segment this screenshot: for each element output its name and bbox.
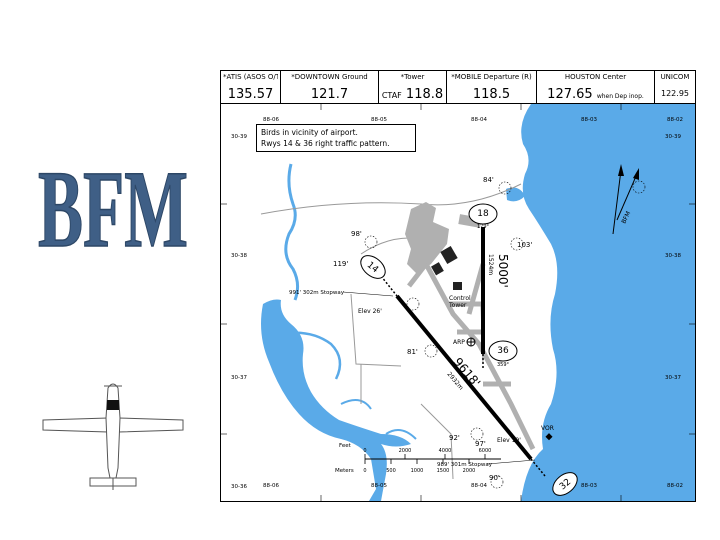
obstacle-92: 92' [449,434,460,442]
slide-title: BFM [37,147,189,262]
lat-left-top: 30-39 [231,134,247,140]
runway-14-32 [395,294,533,461]
freq-tower-label: *Tower [400,73,425,81]
control-tower-label: Control [449,295,471,302]
freq-tower-prefix: CTAF [381,91,402,100]
lat-left-mid: 30-38 [231,253,247,259]
svg-text:Feet: Feet [339,443,352,449]
obstacle-103: 103' [517,241,532,249]
bfm-label: BFM [620,210,632,225]
freq-unicom: UNICOM 122.95 [655,71,695,103]
svg-text:1000: 1000 [411,468,424,474]
svg-text:2000: 2000 [463,468,476,474]
north-arrow-icon: BFM [612,164,639,235]
airport-map: 18 179° 36 359° 14 32 5000' 1524m 9618' … [221,104,695,501]
svg-text:359°: 359° [497,362,510,368]
svg-text:0: 0 [363,468,366,474]
freq-atis: *ATIS (ASOS O/T) 135.57 [221,71,281,103]
scale-bar: Feet Meters 0 2000 4000 6000 0 500 1000 … [335,443,501,474]
svg-text:88-06: 88-06 [263,117,279,123]
svg-text:1500: 1500 [437,468,450,474]
freq-atis-label: *ATIS (ASOS O/T) [223,73,278,81]
obstacle-90: 90' [489,474,500,482]
apron [405,202,449,274]
freq-unicom-label: UNICOM [660,73,690,81]
lat-right-low: 30-37 [665,375,681,381]
freq-tower: *Tower CTAF 118.8 [379,71,447,103]
obstacle-84: 84' [483,176,494,184]
rwy18-label: 18 179° [468,203,498,230]
svg-text:6000: 6000 [479,448,492,454]
freq-ground: *DOWNTOWN Ground 121.7 [281,71,379,103]
obstacle-icon [364,180,646,489]
elev-26-label: Elev 26' [358,308,382,315]
rwy32-label: 32 [552,472,578,496]
obstacle-81: 81' [407,348,418,356]
freq-tower-value: 118.8 [405,87,444,102]
notes-line-1: Birds in vicinity of airport. [261,128,358,137]
rwy-length-5000-m: 1524m [487,254,494,275]
freq-center: HOUSTON Center 127.65 when Dep inop. [537,71,655,103]
svg-text:88-05: 88-05 [371,483,387,489]
rwy14-label: 14 [360,255,386,279]
svg-text:4000: 4000 [439,448,452,454]
freq-departure-label: *MOBILE Departure (R) [451,73,532,81]
airplane-icon [42,383,184,490]
svg-text:88-03: 88-03 [581,117,597,123]
freq-center-label: HOUSTON Center [564,73,627,81]
svg-text:88-04: 88-04 [471,117,487,123]
vor-icon [545,433,553,441]
bay-water [521,104,695,501]
slide-title-text: BFM [38,148,188,262]
lat-right-mid: 30-38 [665,253,681,259]
svg-text:179°: 179° [477,224,490,230]
obstacle-97: 97' [475,440,486,448]
freq-departure-value: 118.5 [472,87,511,102]
svg-text:500: 500 [386,468,396,474]
freq-ground-value: 121.7 [310,87,349,102]
svg-text:2000: 2000 [399,448,412,454]
svg-text:18: 18 [477,209,489,219]
river-water [261,299,411,501]
svg-text:88-02: 88-02 [667,483,683,489]
freq-unicom-value: 122.95 [661,89,689,98]
lat-left-bottom: 30-36 [231,484,247,490]
stopway-label-1: 991' 302m Stopway [289,290,345,296]
arp-label: ARP [453,339,465,346]
airport-diagram: *ATIS (ASOS O/T) 135.57 *DOWNTOWN Ground… [220,70,696,502]
rwy36-label: 36 359° [488,340,518,368]
control-tower-label-2: Tower [448,302,467,309]
obstacle-119: 119' [333,260,348,268]
svg-text:88-03: 88-03 [581,483,597,489]
svg-text:88-02: 88-02 [667,117,683,123]
stopway-label-2: 989' 301m Stopway [437,462,493,468]
frequency-bar: *ATIS (ASOS O/T) 135.57 *DOWNTOWN Ground… [221,71,695,104]
svg-text:88-04: 88-04 [471,483,487,489]
vor-label: VOR [541,425,554,432]
freq-ground-label: *DOWNTOWN Ground [291,73,368,81]
svg-text:88-05: 88-05 [371,117,387,123]
obstacle-98: 98' [351,230,362,238]
svg-text:0: 0 [363,448,366,454]
elev-19-label: Elev 19' [497,437,521,444]
freq-center-note: when Dep inop. [596,93,644,100]
notes-box: Birds in vicinity of airport. Rwys 14 & … [256,124,416,152]
freq-center-value: 127.65 [547,87,593,102]
svg-text:36: 36 [497,346,509,356]
svg-text:Meters: Meters [335,468,354,474]
freq-departure: *MOBILE Departure (R) 118.5 [447,71,537,103]
freq-atis-value: 135.57 [227,87,274,102]
notes-line-2: Rwys 14 & 36 right traffic pattern. [261,139,390,148]
lat-left-low: 30-37 [231,375,247,381]
lat-right-top: 30-39 [665,134,681,140]
rwy-length-5000: 5000' [496,254,510,288]
svg-text:88-06: 88-06 [263,483,279,489]
